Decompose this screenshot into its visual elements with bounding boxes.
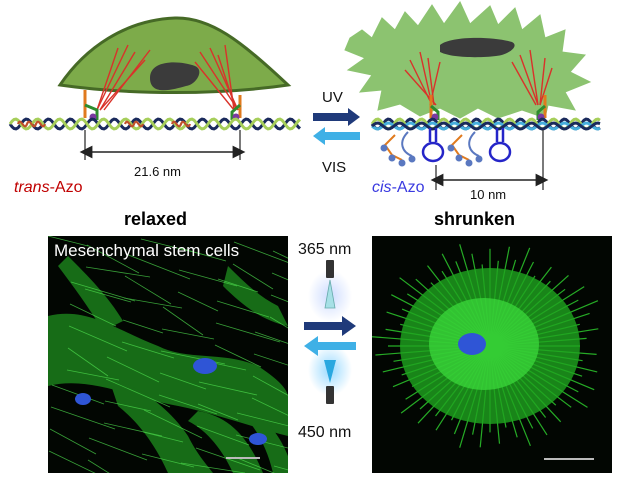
vis-arrow bbox=[313, 127, 360, 145]
led-450-icon bbox=[326, 386, 334, 404]
schematic-diagram bbox=[8, 1, 601, 190]
wavelength-450-label: 450 nm bbox=[298, 424, 352, 441]
distance-shrunken-label: 10 nm bbox=[470, 187, 507, 202]
nucleus-blue-3 bbox=[249, 433, 267, 445]
beam-450 bbox=[324, 360, 336, 383]
shrunken-cell bbox=[344, 1, 592, 121]
led-365-icon bbox=[326, 260, 334, 278]
nucleus-shrunken bbox=[440, 37, 515, 58]
dna-strand-shrunken bbox=[370, 117, 601, 131]
illumination-diagram bbox=[304, 260, 356, 404]
cis-azo-beads bbox=[380, 131, 483, 167]
actin-fibers-relaxed bbox=[96, 44, 239, 111]
micrograph-shrunken bbox=[372, 236, 612, 473]
uv-label: UV bbox=[322, 89, 343, 106]
wavelength-365-label: 365 nm bbox=[298, 241, 352, 258]
micrograph-relaxed: Mesenchymal stem cells bbox=[48, 236, 288, 473]
distance-relaxed-label: 21.6 nm bbox=[134, 164, 181, 179]
shrunken-title: shrunken bbox=[434, 209, 516, 229]
trans-azo-knots bbox=[16, 120, 192, 128]
actin-fibers-shrunken bbox=[404, 49, 553, 106]
nucleus-blue-1 bbox=[193, 358, 217, 374]
uv-arrow bbox=[313, 108, 360, 126]
nucleus-blue-2 bbox=[75, 393, 91, 405]
relaxed-cell bbox=[57, 16, 292, 121]
nucleus-blue-shrunken bbox=[458, 333, 486, 355]
dna-strand-relaxed bbox=[8, 117, 302, 131]
micrograph-caption: Mesenchymal stem cells bbox=[54, 241, 240, 260]
reverse-arrow bbox=[304, 336, 356, 356]
nucleus-relaxed bbox=[150, 62, 200, 91]
vis-label: VIS bbox=[322, 159, 347, 176]
relaxed-title: relaxed bbox=[124, 209, 188, 229]
beam-365 bbox=[324, 279, 336, 309]
forward-arrow bbox=[304, 316, 356, 336]
cis-azo-label: cis-Azo bbox=[372, 179, 425, 196]
trans-azo-label: trans-Azo bbox=[14, 179, 83, 196]
cis-azo-hairpins bbox=[421, 128, 512, 163]
